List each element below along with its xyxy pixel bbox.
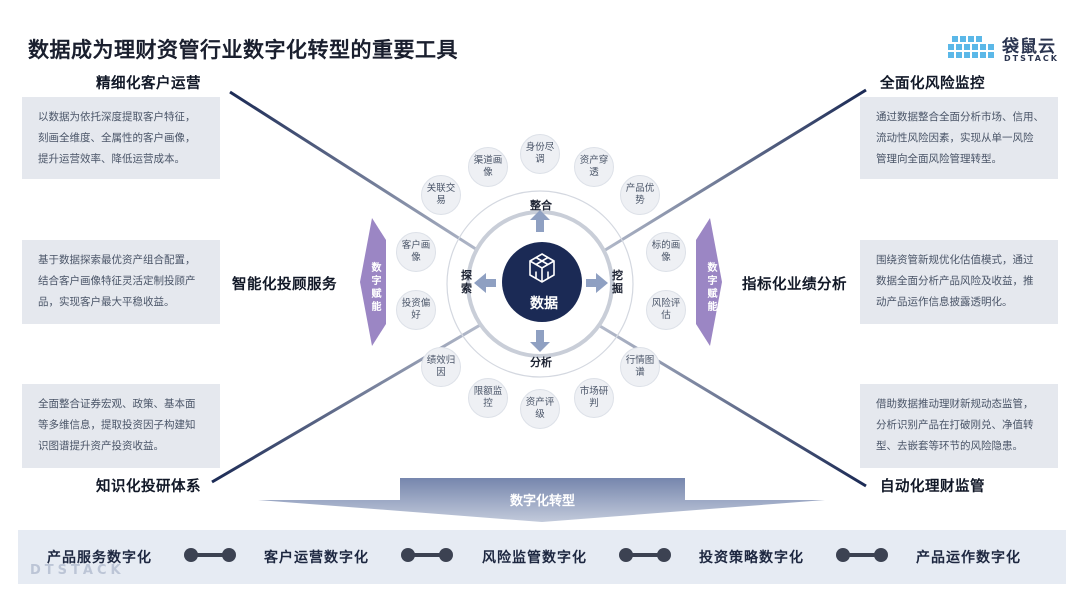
node-product-advantage: 产品优势 [620, 175, 660, 215]
node-related-transactions: 关联交易 [421, 175, 461, 215]
heading-bottom-right: 自动化理财监管 [880, 479, 985, 495]
desc-bottom-left: 全面整合证券宏观、政策、基本面 等多维信息，提取投资因子构建知 识图谱提升资产投… [22, 384, 220, 468]
desc-line: 结合客户画像特征灵活定制投顾产 [38, 275, 196, 287]
watermark: DTSTACK [30, 563, 125, 578]
logo: 袋鼠云 DTSTACK [946, 30, 1066, 66]
desc-line: 以数据为依托深度提取客户特征， [38, 111, 196, 123]
heading-right: 指标化业绩分析 [742, 277, 847, 293]
ring-label-bottom: 分析 [530, 356, 552, 369]
left-enable-arrow [360, 218, 386, 346]
desc-line: 刻画全维度、全属性的客户画像， [38, 132, 196, 144]
desc-line: 借助数据推动理财新规动态监管， [876, 398, 1034, 410]
desc-line: 流动性风险因素，实现从单一风险 [876, 132, 1034, 144]
connector-icon [619, 548, 671, 562]
desc-left: 基于数据探索最优资产组合配置， 结合客户画像特征灵活定制投顾产 品，实现客户最大… [22, 240, 220, 324]
node-performance-attribution: 绩效归因 [421, 347, 461, 387]
arrow-up [530, 210, 550, 232]
desc-line: 通过数据整合全面分析市场、信用、 [876, 111, 1044, 123]
right-enable-arrow [696, 218, 722, 346]
arrow-left [474, 273, 496, 293]
node-investment-preference: 投资偏好 [396, 290, 436, 330]
left-enable-tag: 数字赋能 [369, 262, 380, 314]
desc-line: 动产品运作信息披露透明化。 [876, 296, 1013, 308]
connector-icon [836, 548, 888, 562]
desc-line: 围绕资管新规优化估值模式，通过 [876, 254, 1034, 266]
connector-icon [184, 548, 236, 562]
bottom-item-product-service: 产品服务数字化 [47, 550, 152, 566]
desc-line: 提升运营效率、降低运营成本。 [38, 153, 185, 165]
desc-bottom-right: 借助数据推动理财新规动态监管， 分析识别产品在打破刚兑、净值转 型、去嵌套等环节… [860, 384, 1058, 468]
node-limit-monitoring: 限额监控 [468, 378, 508, 418]
desc-line: 型、去嵌套等环节的风险隐患。 [876, 440, 1023, 452]
transformation-banner [258, 478, 825, 522]
node-market-research: 市场研判 [574, 378, 614, 418]
desc-line: 基于数据探索最优资产组合配置， [38, 254, 196, 266]
desc-line: 数据全面分析产品风险及收益，推 [876, 275, 1034, 287]
desc-right: 围绕资管新规优化估值模式，通过 数据全面分析产品风险及收益，推 动产品运作信息披… [860, 240, 1058, 324]
node-customer-profile: 客户画像 [396, 232, 436, 272]
bottom-item-investment-strategy: 投资策略数字化 [699, 550, 804, 566]
node-channel-profile: 渠道画像 [468, 147, 508, 187]
node-identity-due-diligence: 身份尽调 [520, 134, 560, 174]
cube-icon [529, 253, 555, 283]
logo-mark-icon [948, 36, 994, 58]
logo-name-cn: 袋鼠云 [1002, 37, 1056, 57]
ring-label-top: 整合 [530, 199, 552, 212]
heading-bottom-left: 知识化投研体系 [96, 479, 201, 495]
node-risk-assessment: 风险评估 [646, 290, 686, 330]
connector-icon [401, 548, 453, 562]
desc-line: 品，实现客户最大平稳收益。 [38, 296, 175, 308]
bottom-item-risk-supervision: 风险监管数字化 [482, 550, 587, 566]
desc-line: 管理向全面风险管理转型。 [876, 153, 1002, 165]
banner-label: 数字化转型 [509, 494, 575, 509]
node-asset-rating: 资产评级 [520, 389, 560, 429]
arrow-right [586, 273, 608, 293]
page-title: 数据成为理财资管行业数字化转型的重要工具 [28, 38, 458, 62]
arrow-down [530, 330, 550, 352]
node-asset-penetration: 资产穿透 [574, 147, 614, 187]
ring-label-left: 探索 [461, 269, 472, 295]
outer-ring [446, 190, 634, 378]
desc-line: 分析识别产品在打破刚兑、净值转 [876, 419, 1034, 431]
center-label: 数据 [530, 296, 558, 312]
ring-label-right: 挖掘 [612, 269, 623, 295]
desc-line: 全面整合证券宏观、政策、基本面 [38, 398, 196, 410]
right-enable-tag: 数字赋能 [705, 262, 716, 314]
desc-top-left: 以数据为依托深度提取客户特征， 刻画全维度、全属性的客户画像， 提升运营效率、降… [22, 97, 220, 179]
heading-top-left: 精细化客户运营 [96, 76, 201, 92]
heading-top-right: 全面化风险监控 [880, 76, 985, 92]
desc-line: 识图谱提升资产投资收益。 [38, 440, 164, 452]
node-target-profile: 标的画像 [646, 232, 686, 272]
desc-top-right: 通过数据整合全面分析市场、信用、 流动性风险因素，实现从单一风险 管理向全面风险… [860, 97, 1058, 179]
heading-left: 智能化投顾服务 [232, 277, 337, 293]
logo-name-en: DTSTACK [1004, 54, 1059, 63]
bottom-item-product-operation: 产品运作数字化 [916, 550, 1021, 566]
node-market-graph: 行情图谱 [620, 347, 660, 387]
desc-line: 等多维信息，提取投资因子构建知 [38, 419, 196, 431]
bottom-item-customer-operation: 客户运营数字化 [264, 550, 369, 566]
